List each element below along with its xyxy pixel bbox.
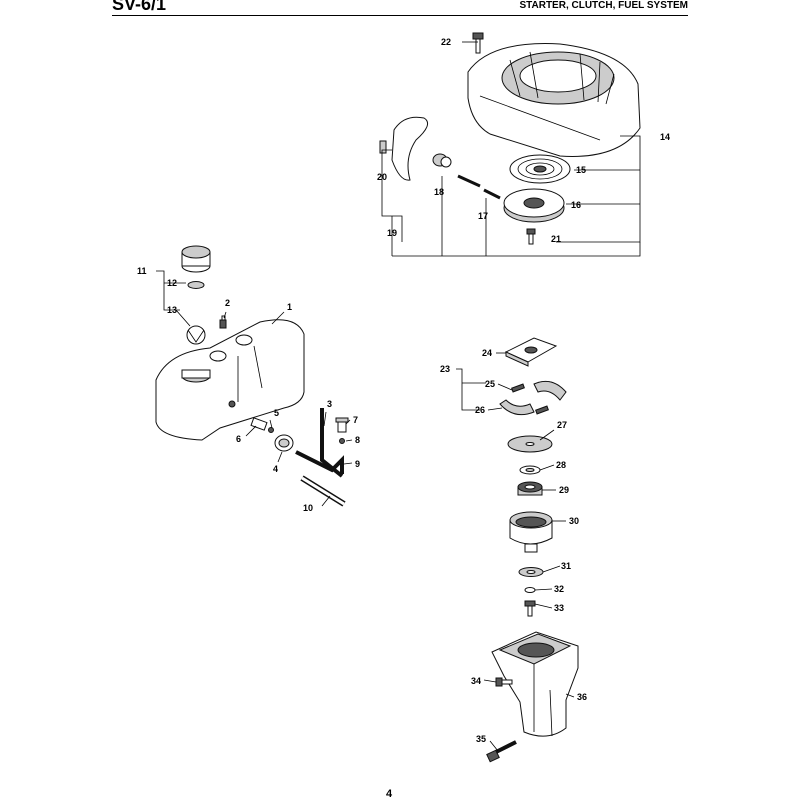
part-24-clutch-plate bbox=[504, 337, 558, 367]
label-part-33: 33 bbox=[554, 603, 564, 613]
label-part-4: 4 bbox=[273, 464, 278, 474]
label-part-26: 26 bbox=[475, 405, 485, 415]
header-rule bbox=[112, 15, 688, 16]
part-32-washer bbox=[524, 587, 536, 593]
part-14-starter-housing bbox=[467, 43, 641, 157]
part-2-screw bbox=[219, 315, 227, 329]
part-16-rope-pulley bbox=[503, 188, 565, 223]
part-6-grommet bbox=[250, 417, 268, 431]
part-17-starter-rope bbox=[457, 174, 501, 200]
label-part-5: 5 bbox=[274, 408, 279, 418]
part-31-washer bbox=[518, 567, 544, 577]
label-part-30: 30 bbox=[569, 516, 579, 526]
label-part-27: 27 bbox=[557, 420, 567, 430]
model-title: SV-6/1 bbox=[112, 0, 167, 14]
fuel-system bbox=[155, 245, 353, 507]
part-9-return-pipe bbox=[295, 450, 344, 474]
label-part-35: 35 bbox=[476, 734, 486, 744]
part-4-fuel-filter bbox=[274, 434, 294, 452]
part-18-rope-guide bbox=[432, 153, 452, 168]
label-part-9: 9 bbox=[355, 459, 360, 469]
part-1-fuel-tank bbox=[155, 319, 305, 441]
label-part-20: 20 bbox=[377, 172, 387, 182]
label-part-19: 19 bbox=[387, 228, 397, 238]
part-8-washer bbox=[339, 438, 345, 444]
label-part-2: 2 bbox=[225, 298, 230, 308]
label-part-34: 34 bbox=[471, 676, 481, 686]
part-5-clip bbox=[268, 427, 274, 433]
part-30-clutch-drum bbox=[509, 511, 553, 553]
starter-assembly bbox=[379, 32, 641, 257]
part-25-clutch-shoe bbox=[511, 380, 567, 401]
part-15-recoil-spring bbox=[509, 154, 571, 184]
part-21-screw bbox=[526, 228, 536, 245]
label-part-21: 21 bbox=[551, 234, 561, 244]
label-part-3: 3 bbox=[327, 399, 332, 409]
part-20-starter-handle bbox=[379, 116, 429, 181]
label-part-32: 32 bbox=[554, 584, 564, 594]
part-36-clutch-case bbox=[491, 631, 579, 737]
label-part-1: 1 bbox=[287, 302, 292, 312]
label-part-16: 16 bbox=[571, 200, 581, 210]
label-part-10: 10 bbox=[303, 503, 313, 513]
part-3-fuel-pipe bbox=[320, 408, 344, 478]
label-part-11: 11 bbox=[137, 266, 147, 276]
label-part-31: 31 bbox=[561, 561, 571, 571]
label-part-14: 14 bbox=[660, 132, 670, 142]
part-35-screw bbox=[486, 740, 517, 763]
label-part-18: 18 bbox=[434, 187, 444, 197]
label-part-13: 13 bbox=[167, 305, 177, 315]
part-11-tank-cap bbox=[181, 245, 211, 273]
label-part-6: 6 bbox=[236, 434, 241, 444]
label-part-12: 12 bbox=[167, 278, 177, 288]
part-labels: 1 2 3 4 5 6 7 8 9 10 11 12 13 14 15 16 1… bbox=[137, 37, 670, 744]
part-26-clutch-shoe bbox=[499, 399, 549, 416]
part-13-strainer bbox=[186, 325, 206, 345]
label-part-15: 15 bbox=[576, 165, 586, 175]
label-part-36: 36 bbox=[577, 692, 587, 702]
label-part-28: 28 bbox=[556, 460, 566, 470]
page-number: 4 bbox=[386, 788, 393, 800]
label-part-29: 29 bbox=[559, 485, 569, 495]
part-33-screw bbox=[524, 600, 536, 617]
part-29-bearing bbox=[517, 481, 543, 496]
label-part-24: 24 bbox=[482, 348, 492, 358]
page-header: SV-6/1 STARTER, CLUTCH, FUEL SYSTEM bbox=[0, 0, 800, 22]
part-12-gasket bbox=[187, 281, 205, 289]
section-title: STARTER, CLUTCH, FUEL SYSTEM bbox=[519, 0, 688, 11]
label-part-25: 25 bbox=[485, 379, 495, 389]
label-part-7: 7 bbox=[353, 415, 358, 425]
clutch-assembly bbox=[456, 337, 579, 763]
part-27-washer bbox=[507, 435, 553, 453]
part-28-washer bbox=[519, 465, 541, 475]
label-part-8: 8 bbox=[355, 435, 360, 445]
part-22-screw bbox=[472, 32, 484, 54]
label-part-23: 23 bbox=[440, 364, 450, 374]
label-part-17: 17 bbox=[478, 211, 488, 221]
label-part-22: 22 bbox=[441, 37, 451, 47]
part-7-plug bbox=[335, 417, 349, 433]
